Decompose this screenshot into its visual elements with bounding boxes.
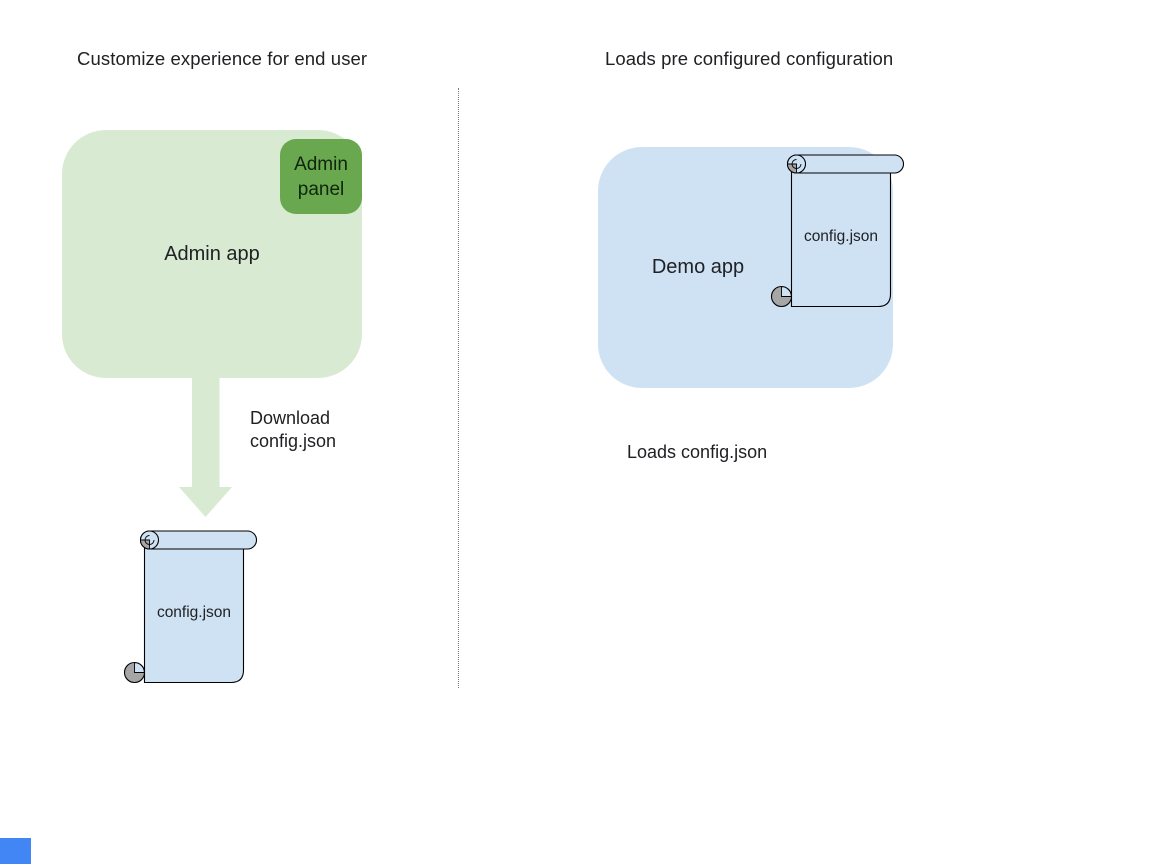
right-section-title: Loads pre configured configuration: [605, 48, 894, 69]
admin-app-label: Admin app: [164, 242, 260, 265]
demo-app-label: Demo app: [651, 256, 745, 278]
section-divider: [458, 88, 459, 688]
scroll-icon: [770, 154, 905, 308]
admin-app-shape: Admin app Admin panel: [62, 130, 362, 378]
scroll-icon: [123, 530, 258, 684]
corner-marker: [0, 838, 31, 864]
admin-panel-label: Admin panel: [294, 153, 348, 200]
config-file-left-label: config.json: [156, 604, 232, 621]
download-arrow-label: Download config.json: [250, 407, 336, 452]
config-file-right: config.json: [767, 154, 905, 309]
left-section-title: Customize experience for end user: [77, 48, 368, 69]
download-arrow-label-line2: config.json: [250, 430, 337, 451]
config-file-right-label: config.json: [803, 228, 879, 245]
down-arrow-icon: [179, 370, 232, 517]
admin-panel-shape: Admin panel: [280, 139, 362, 214]
loads-caption: Loads config.json: [627, 442, 768, 462]
download-arrow-label-line1: Download: [250, 408, 331, 428]
config-file-left: config.json: [120, 530, 258, 685]
